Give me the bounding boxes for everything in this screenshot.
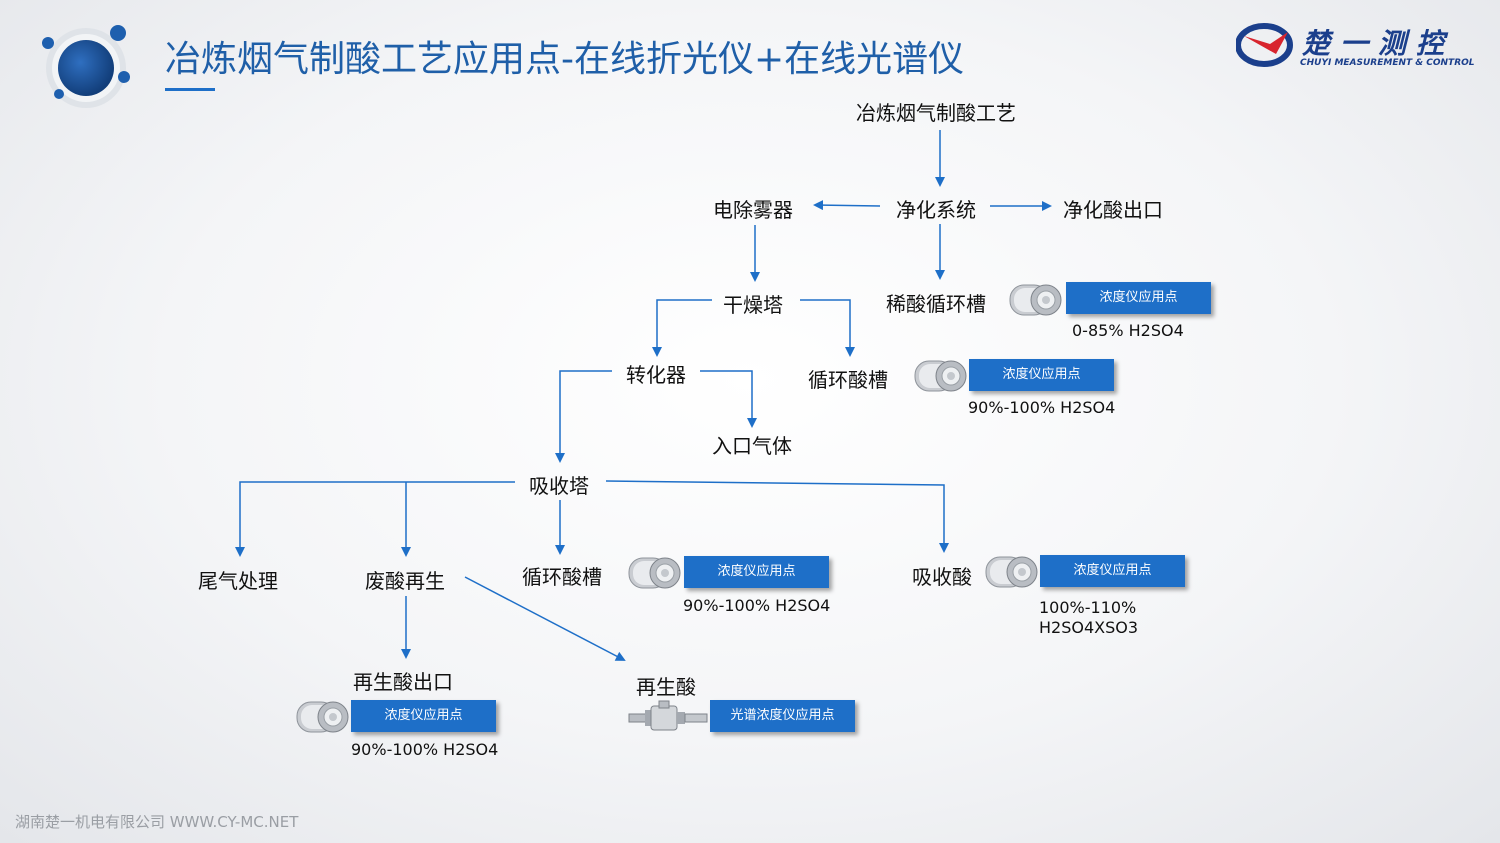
node-purification: 净化系统 [896,198,976,222]
node-acid-outlet: 净化酸出口 [1063,198,1163,222]
brand-logo: 楚一测控 CHUYI MEASUREMENT & CONTROL [1236,22,1476,72]
range-circ1: 90%-100% H2SO4 [968,398,1116,417]
header-emblem [38,20,138,120]
range-dilute: 0-85% H2SO4 [1072,321,1184,340]
node-circ-tank-2: 循环酸槽 [522,565,602,589]
footer-company: 湖南楚一机电有限公司 WWW.CY-MC.NET [15,813,299,831]
page-title: 冶炼烟气制酸工艺应用点-在线折光仪+在线光谱仪 [165,39,965,80]
node-circ-tank-1: 循环酸槽 [808,368,888,392]
node-absorb-acid: 吸收酸 [912,565,972,589]
brand-name-cn: 楚一测控 [1302,27,1455,60]
title-underline [165,88,215,91]
arrow-absorber-tail [235,481,515,557]
arrow-converter-inlet [700,370,757,428]
node-mist-eliminator: 电除雾器 [713,198,793,222]
node-regen-outlet: 再生酸出口 [353,670,453,694]
tag-conc-point-circ1: 浓度仪应用点 [969,359,1114,391]
tag-spectrum-point-regen: 光谱浓度仪应用点 [710,700,855,732]
brand-name-en: CHUYI MEASUREMENT & CONTROL [1300,58,1475,68]
arrow-purification-mist [813,200,881,211]
node-inlet-gas: 入口气体 [712,434,792,458]
range-absorb-line1: 100%-110% [1039,598,1137,617]
refractometer-icon [985,556,1038,588]
node-absorber: 吸收塔 [529,474,589,498]
refractometer-icon [296,701,349,733]
range-regen-outlet: 90%-100% H2SO4 [351,740,499,759]
refractometer-icon [1009,284,1062,316]
arrow-drying-converter [652,299,712,357]
range-circ2: 90%-100% H2SO4 [683,596,831,615]
tag-conc-point-absorb: 浓度仪应用点 [1040,555,1185,587]
tag-conc-point-dilute: 浓度仪应用点 [1066,282,1211,314]
arrow-absorber-absorbacid [605,480,949,553]
arrow-converter-absorber [555,370,612,463]
spectrometer-icon [628,700,708,731]
brand-logo-icon [1236,23,1293,67]
tag-conc-point-circ2: 浓度仪应用点 [684,556,829,588]
node-converter: 转化器 [626,363,686,387]
node-process: 冶炼烟气制酸工艺 [856,101,1016,125]
arrow-drying-circ1 [800,299,855,357]
tag-conc-point-regen: 浓度仪应用点 [351,700,496,732]
refractometer-icon [628,557,681,589]
refractometer-icon [914,360,967,392]
node-dilute-tank: 稀酸循环槽 [886,292,986,316]
range-absorb-line2: H2SO4XSO3 [1039,618,1139,637]
node-waste-regen: 废酸再生 [365,569,445,593]
node-regen-acid: 再生酸 [636,675,696,699]
arrow-waste-regenacid [464,576,626,661]
node-tail-gas: 尾气处理 [198,569,278,593]
node-drying-tower: 干燥塔 [723,293,783,317]
